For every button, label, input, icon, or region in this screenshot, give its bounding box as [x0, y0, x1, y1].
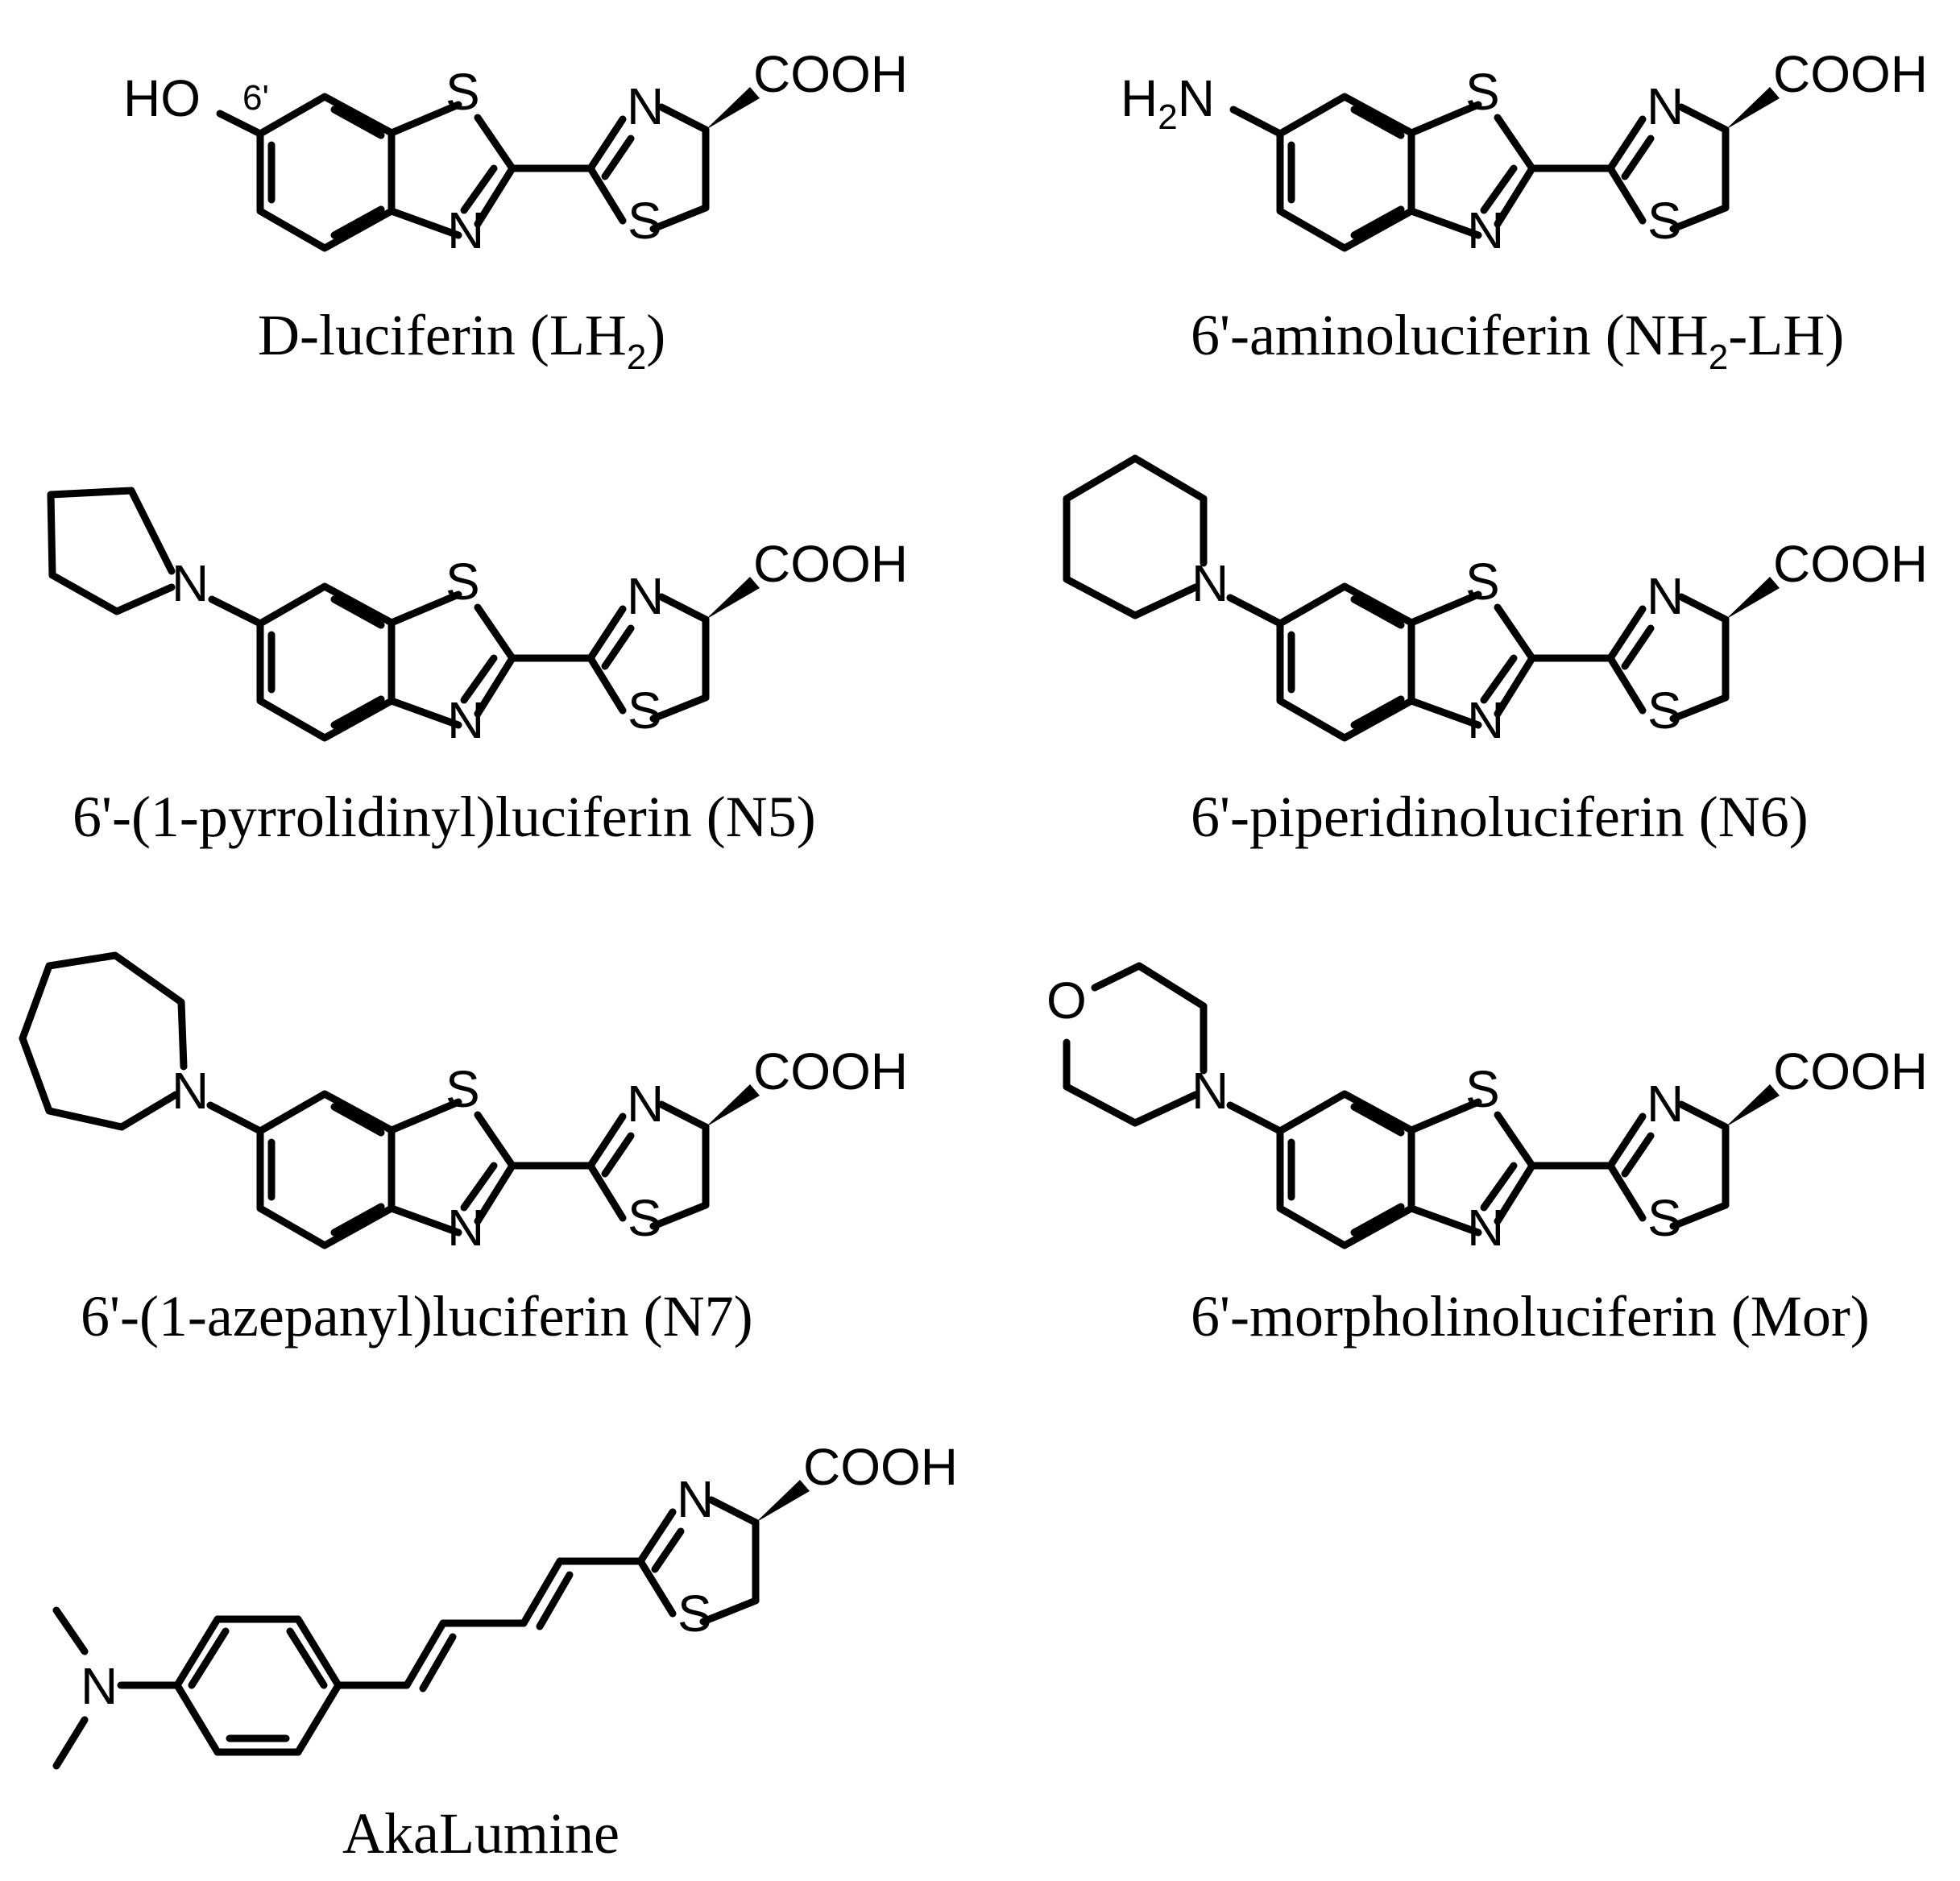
- atom-cooh: COOH: [753, 1042, 908, 1100]
- structure-mor: N O S N N S COOH: [1046, 962, 1928, 1257]
- atom-s: S: [1647, 192, 1682, 250]
- structure-n6: N S N N S COOH: [1063, 454, 1928, 749]
- atom-n: N: [81, 1657, 118, 1715]
- atom-n: N: [677, 1470, 714, 1528]
- atom-s: S: [1647, 682, 1682, 740]
- atom-s: S: [1647, 1189, 1682, 1247]
- atom-s: S: [628, 1189, 662, 1247]
- atom-n: N: [627, 1075, 664, 1133]
- structure-akalumine: N N S COOH: [52, 1438, 958, 1770]
- atom-n: N: [1647, 77, 1684, 135]
- atom-cooh: COOH: [803, 1438, 958, 1496]
- atom-o: O: [1046, 972, 1087, 1030]
- compound-label-n7: 6'-(1-azepanyl)luciferin (N7): [81, 1284, 753, 1349]
- atom-n: N: [1647, 567, 1684, 625]
- atom-n: N: [447, 201, 484, 259]
- atom-n: N: [172, 554, 209, 612]
- atom-n: N: [627, 567, 664, 625]
- atom-s: S: [1465, 1060, 1500, 1118]
- structure-aminoluciferin: S N N S COOH H2N: [1121, 45, 1928, 259]
- compound-label-mor: 6'-morpholinoluciferin (Mor): [1191, 1284, 1870, 1349]
- atom-cooh: COOH: [1773, 1042, 1928, 1100]
- position-label: 6': [242, 78, 269, 118]
- compound-label-lh2: D-luciferin (LH2): [258, 303, 665, 377]
- atom-n: N: [1647, 1075, 1684, 1133]
- atom-ho: HO: [123, 69, 201, 127]
- atom-cooh: COOH: [1773, 535, 1928, 593]
- compound-label-akalumine: AkaLumine: [342, 1801, 619, 1866]
- atom-n: N: [1467, 201, 1504, 259]
- atom-cooh: COOH: [753, 535, 908, 593]
- atom-n: N: [1467, 691, 1504, 749]
- atom-n: N: [172, 1062, 209, 1120]
- structure-n7: N S N N S COOH: [19, 951, 908, 1257]
- structure-d-luciferin: S N N S COOH HO 6': [123, 45, 908, 259]
- atom-cooh: COOH: [1773, 45, 1928, 103]
- atom-s: S: [1465, 553, 1500, 611]
- atom-s: S: [628, 192, 662, 250]
- atom-s: S: [678, 1585, 712, 1643]
- atom-h2n: H2N: [1121, 69, 1215, 137]
- atom-n: N: [447, 1199, 484, 1257]
- structure-n5: N S N N S COOH: [47, 487, 908, 749]
- atom-s: S: [1465, 63, 1500, 121]
- atom-n: N: [447, 691, 484, 749]
- atom-n: N: [627, 77, 664, 135]
- compound-label-n6: 6'-piperidinoluciferin (N6): [1191, 785, 1809, 849]
- atom-s: S: [628, 682, 662, 740]
- atom-n: N: [1467, 1199, 1504, 1257]
- compound-label-n5: 6'-(1-pyrrolidinyl)luciferin (N5): [73, 785, 816, 849]
- atom-s: S: [445, 1060, 480, 1118]
- atom-n: N: [1191, 1062, 1229, 1120]
- compound-label-nh2: 6'-aminoluciferin (NH2-LH): [1191, 303, 1844, 377]
- atom-n: N: [1191, 554, 1229, 612]
- atom-s: S: [445, 553, 480, 611]
- atom-cooh: COOH: [753, 45, 908, 103]
- atom-s: S: [445, 63, 480, 121]
